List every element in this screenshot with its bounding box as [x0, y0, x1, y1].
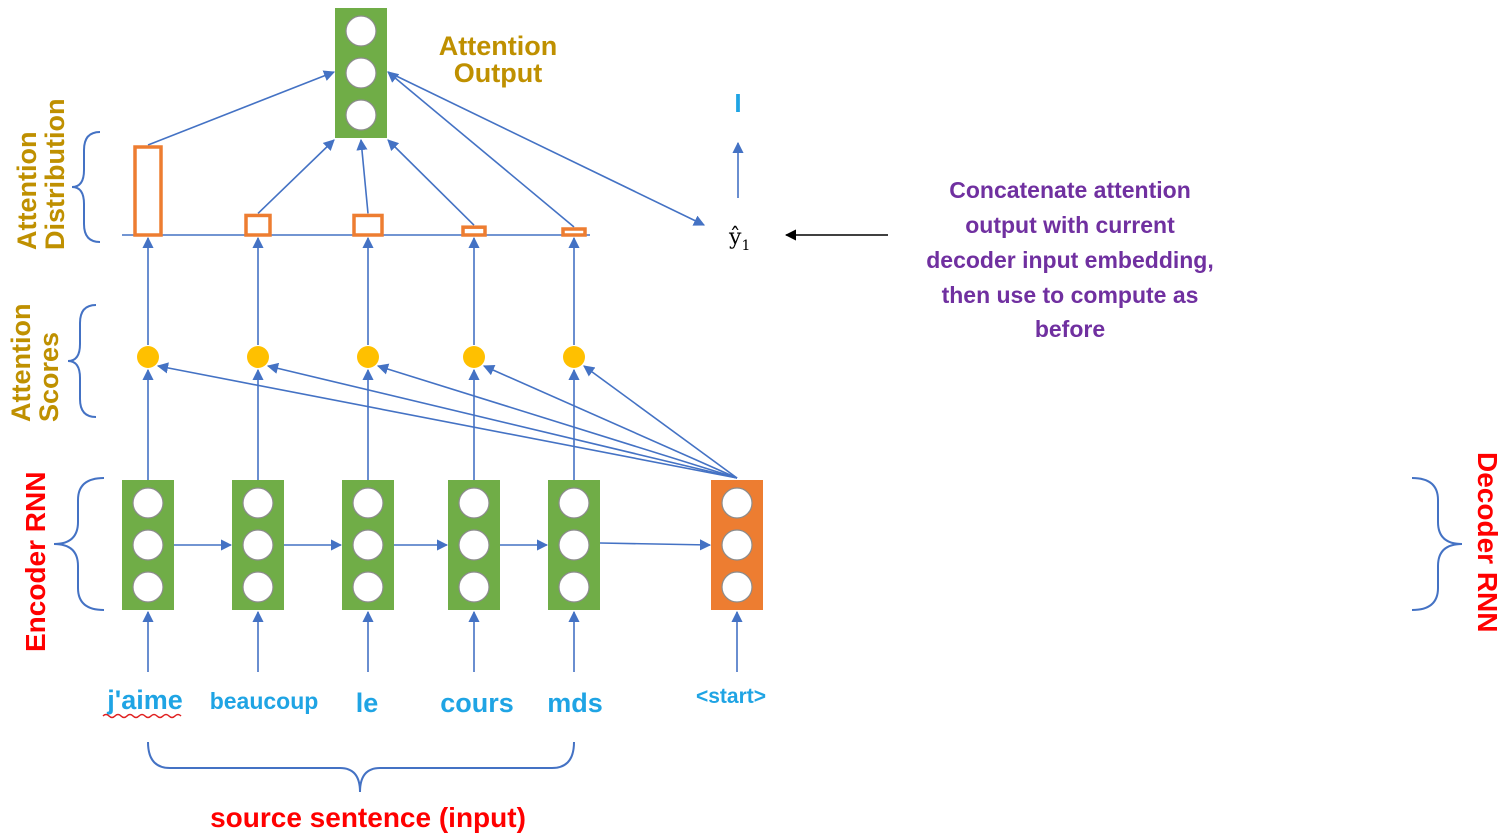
source-sentence-label: source sentence (input) — [210, 802, 526, 833]
spellcheck-underline — [102, 713, 182, 719]
source-word-jaime: j'aime — [106, 685, 182, 715]
decoder-rnn-label: Decoder RNN — [1472, 452, 1503, 632]
y-hat-subscript: 1 — [741, 238, 750, 254]
encoder-cell-1 — [122, 480, 174, 610]
y-hat-symbol: ŷ1 — [728, 225, 750, 254]
decoder-to-score-arrow-1 — [156, 362, 738, 479]
attention-output-vector-unit-3 — [345, 99, 377, 131]
encoder-cell-2-unit-3 — [242, 571, 274, 603]
attention-scores-label-line1: Attention — [6, 304, 36, 422]
output-word: I — [734, 88, 741, 118]
attention-output-label-line2: Output — [454, 58, 542, 88]
concatenate-note: Concatenate attention output with curren… — [926, 177, 1214, 342]
encoder-cell-3-unit-1 — [352, 487, 384, 519]
attention-output-vector — [335, 8, 387, 138]
encoder-cell-3-unit-2 — [352, 529, 384, 561]
decoder-rnn-brace — [1411, 477, 1463, 611]
output-to-yhat-arrow — [387, 71, 706, 226]
encoder-cell-4-unit-2 — [458, 529, 490, 561]
distribution-to-output-arrow-1 — [147, 70, 336, 146]
encoder-cell-4-unit-3 — [458, 571, 490, 603]
attention-scores-brace — [67, 304, 97, 418]
decoder-input-start: <start> — [696, 685, 766, 708]
source-word-mds: mds — [547, 688, 603, 718]
encoder-cell-2-unit-1 — [242, 487, 274, 519]
attention-weight-bar-1 — [133, 145, 163, 237]
encoder-cell-5-unit-3 — [558, 571, 590, 603]
source-word-le: le — [356, 688, 379, 718]
attention-score-dot-3 — [357, 346, 379, 368]
attention-output-label-line1: Attention — [439, 31, 557, 61]
attention-output-vector-unit-2 — [345, 57, 377, 89]
source-word-beaucoup: beaucoup — [210, 688, 319, 714]
attention-score-dot-4 — [463, 346, 485, 368]
distribution-to-output-arrow-4 — [387, 139, 475, 226]
note-line-4: then use to compute as — [942, 282, 1199, 308]
encoder-cell-2 — [232, 480, 284, 610]
attention-score-dot-1 — [137, 346, 159, 368]
attention-weight-bar-2 — [244, 213, 272, 237]
encoder-cell-4 — [448, 480, 500, 610]
decoder-cell-1-unit-2 — [721, 529, 753, 561]
decoder-to-score-arrow-2 — [266, 362, 738, 479]
encoder-to-decoder-arrow — [599, 539, 712, 551]
distribution-to-output-arrow-5 — [387, 71, 575, 228]
source-word-cours: cours — [440, 688, 514, 718]
y-hat-main: ŷ — [728, 225, 742, 250]
note-line-3: decoder input embedding, — [926, 247, 1214, 273]
attention-weight-bar-5 — [561, 227, 587, 237]
note-line-1: Concatenate attention — [949, 177, 1191, 203]
distribution-to-output-arrow-3 — [356, 138, 369, 214]
attention-output-vector-unit-1 — [345, 15, 377, 47]
encoder-cell-5-unit-1 — [558, 487, 590, 519]
note-line-2: output with current — [965, 212, 1175, 238]
decoder-to-score-arrow-5 — [583, 365, 738, 479]
encoder-cell-1-unit-2 — [132, 529, 164, 561]
attention-score-dot-5 — [563, 346, 585, 368]
decoder-to-score-arrow-3 — [376, 363, 738, 479]
attention-score-dot-2 — [247, 346, 269, 368]
attention-distribution-label-line1: Attention — [12, 132, 42, 250]
encoder-cell-4-unit-1 — [458, 487, 490, 519]
attention-scores-label-line2: Scores — [34, 332, 64, 422]
distribution-to-output-arrow-2 — [257, 139, 335, 215]
encoder-cell-3 — [342, 480, 394, 610]
attention-weight-bar-3 — [352, 213, 384, 237]
arrow-layer — [122, 70, 888, 672]
decoder-cell-1-unit-3 — [721, 571, 753, 603]
encoder-cell-3-unit-3 — [352, 571, 384, 603]
decoder-cell-1 — [711, 480, 763, 610]
decoder-cell-1-unit-1 — [721, 487, 753, 519]
box-layer — [122, 8, 763, 610]
encoder-cell-5 — [548, 480, 600, 610]
encoder-cell-2-unit-2 — [242, 529, 274, 561]
attention-distribution-brace — [71, 131, 101, 243]
attention-weight-bar-4 — [461, 225, 487, 237]
encoder-rnn-brace — [53, 477, 105, 611]
source-sentence-brace — [147, 741, 575, 793]
encoder-rnn-label: Encoder RNN — [20, 472, 51, 652]
attention-distribution-label-line2: Distribution — [40, 99, 70, 250]
decoder-to-score-arrow-4 — [482, 364, 738, 479]
encoder-cell-1-unit-1 — [132, 487, 164, 519]
encoder-cell-5-unit-2 — [558, 529, 590, 561]
note-line-5: before — [1035, 316, 1105, 342]
encoder-cell-1-unit-3 — [132, 571, 164, 603]
